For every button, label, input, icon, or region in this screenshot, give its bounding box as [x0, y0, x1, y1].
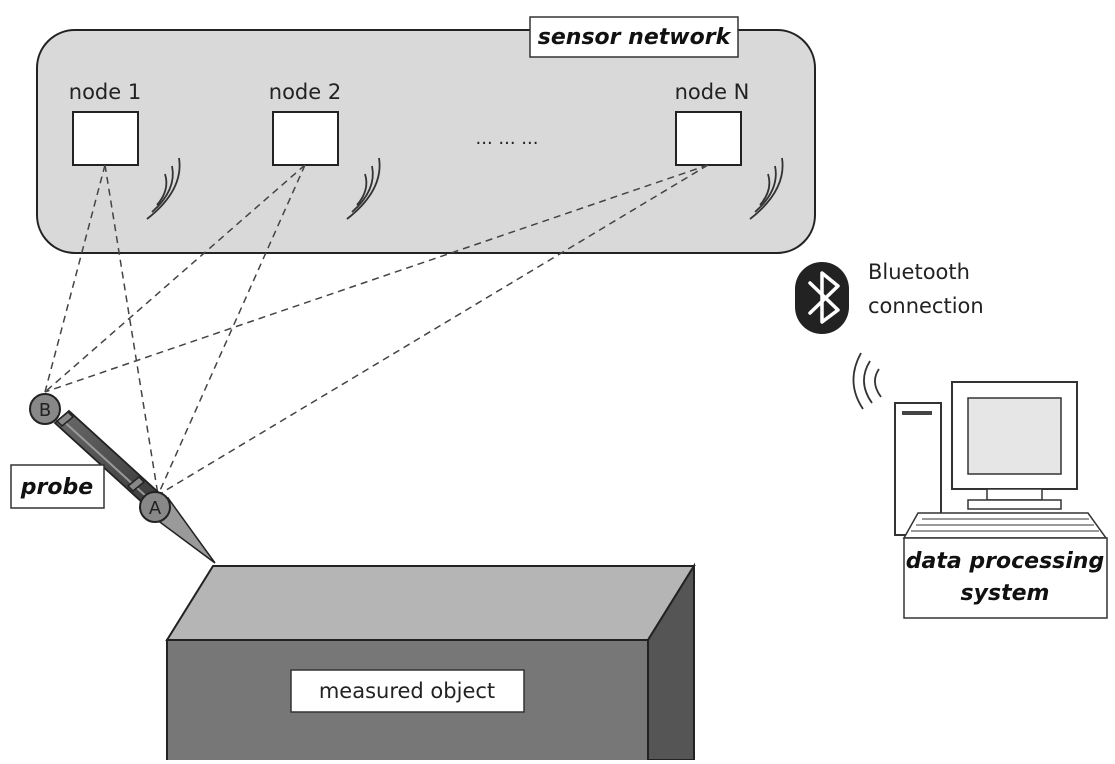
nodes-ellipsis: ... ... ...: [476, 128, 539, 149]
probe-band-bottom: [126, 475, 146, 493]
system-label-line2: system: [961, 581, 1050, 606]
probe-band-top: [55, 410, 75, 428]
node-n-box: [675, 111, 742, 166]
object-label-box: [290, 669, 525, 713]
computer-signal-icon: [852, 352, 882, 410]
bluetooth-label-line2: connection: [868, 294, 984, 318]
data-processing-system: data processing system: [852, 352, 1108, 619]
sensor-network-box: [36, 29, 816, 254]
probe-point-a-label: A: [149, 498, 162, 519]
bluetooth-label-line1: Bluetooth: [868, 260, 970, 284]
line-noden-a: [157, 164, 709, 496]
node-2-signal-icon: [346, 157, 381, 220]
probe: B A probe: [10, 393, 216, 564]
bluetooth: Bluetooth connection: [795, 260, 984, 334]
measured-object: measured object: [165, 562, 696, 763]
node-1-box: [72, 111, 139, 166]
probe-label: probe: [20, 475, 93, 500]
probe-point-b: [29, 393, 61, 425]
node-1-signal-icon: [146, 157, 181, 220]
sensor-network-title: sensor network: [538, 25, 732, 50]
measurement-lines: [44, 164, 709, 496]
object-label: measured object: [319, 679, 495, 703]
bluetooth-icon: [795, 262, 849, 334]
node-1-label: node 1: [69, 80, 141, 104]
node-n-signal-icon: [749, 157, 784, 220]
node-2-label: node 2: [269, 80, 341, 104]
system-label-line1: data processing: [906, 549, 1104, 574]
sensor-network: sensor network node 1 node 2 ... ... ...…: [36, 16, 816, 254]
line-node1-b: [44, 164, 106, 393]
probe-point-b-label: B: [39, 400, 51, 421]
system-label-box: [903, 537, 1108, 619]
object-top-face: [165, 565, 696, 641]
sensor-network-title-box: [529, 16, 739, 58]
node-n-label: node N: [675, 80, 750, 104]
line-node2-a: [157, 164, 306, 496]
line-node2-b: [44, 164, 306, 393]
node-2-box: [272, 111, 339, 166]
line-noden-b: [44, 164, 709, 393]
probe-point-a: [139, 491, 171, 523]
computer-screen: [967, 397, 1062, 475]
probe-label-box: [10, 464, 105, 509]
line-node1-a: [104, 164, 159, 496]
